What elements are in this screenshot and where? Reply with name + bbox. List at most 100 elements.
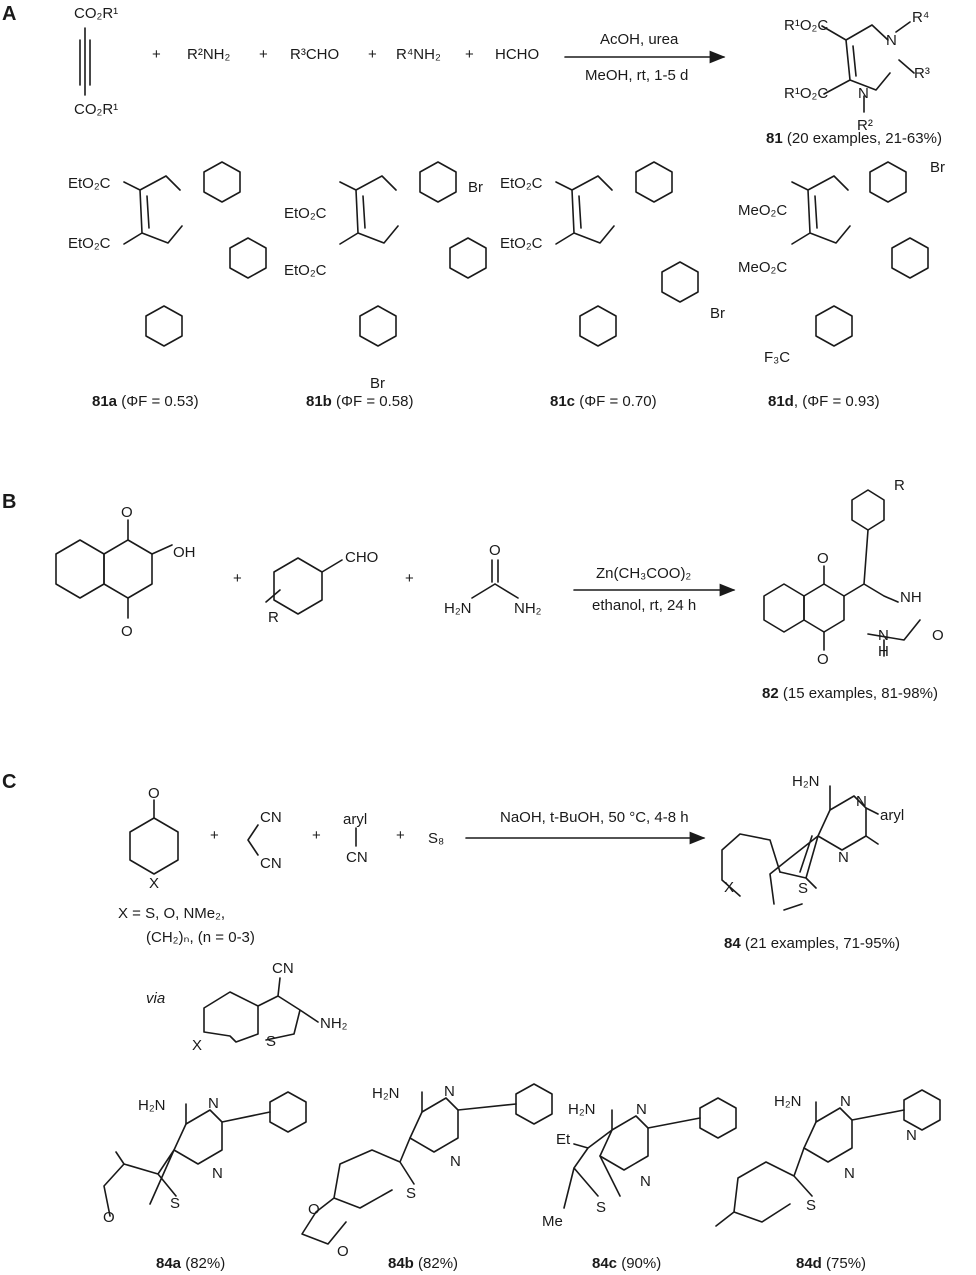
intermediate-cn: CN [272,960,294,977]
x-definition-line-2: (CH₂)ₙ, (n = 0-3) [146,929,255,946]
quinone-hydroxyl: OH [173,544,196,561]
product-81-structure: R¹O₂C R¹O₂C N N R⁴ R³ R² [784,9,930,134]
aminothiophene-intermediate: CN NH₂ S X [192,960,348,1054]
product-81-ester-bottom: R¹O₂C [784,85,828,102]
example-84d-caption: 84d (75%) [796,1255,866,1272]
example-81a-ester-top: EtO₂C [68,175,111,192]
reagent-aldehyde-r3: R³CHO [290,46,339,63]
example-84b-n-bottom: N [450,1153,461,1170]
example-84c-structure: H₂N N N S Et Me [542,1097,737,1230]
example-84d-n-top: N [840,1093,851,1110]
example-84b-oxygen-1: O [308,1201,320,1218]
example-84b-amine: H₂N [372,1085,400,1102]
product-84-caption: 84 (21 examples, 71-95%) [724,935,900,952]
example-81d-caption: 81d, (ΦF = 0.93) [768,393,880,410]
example-84a-caption: 84a (82%) [156,1255,225,1272]
product-82-h: H [878,643,889,660]
example-81b-ester-bottom: EtO₂C [284,262,327,279]
example-84b-n-top: N [444,1083,455,1100]
product-81-n-bottom: N [858,85,869,102]
example-81d-bromo: Br [930,159,945,176]
alkyne-diester: CO₂R¹ CO₂R¹ [74,5,118,118]
alkyne-ester-bottom: CO₂R¹ [74,101,118,118]
example-84a-oxygen: O [103,1209,115,1226]
plus-sign: + [368,46,377,63]
panel-b-label: B [2,491,16,513]
plus-sign: + [259,46,268,63]
condition-c1: NaOH, t-BuOH, 50 °C, 4-8 h [500,809,689,826]
reagent-sulfur: S₈ [428,830,444,847]
example-81d-structure: MeO₂C MeO₂C Br F₃C [738,159,945,366]
intermediate-sulfur: S [266,1033,276,1050]
product-81-ester-top: R¹O₂C [784,17,828,34]
product-81-r2: R² [857,117,873,134]
example-81a-structure: EtO₂C EtO₂C [68,161,267,347]
example-84b-caption: 84b (82%) [388,1255,458,1272]
intermediate-x: X [192,1037,202,1054]
benzaldehyde-structure: CHO R [265,549,378,626]
hydroxynaphthoquinone-structure: O OH O [55,504,196,640]
example-84c-methyl: Me [542,1213,563,1230]
panel-a-label: A [2,3,16,25]
panel-c: C O X X = S, O, NMe₂, (CH₂)ₙ, (n = 0-3) … [2,771,941,1272]
panel-a: A CO₂R¹ CO₂R¹ + R²NH₂ + R³CHO + R⁴NH₂ + … [2,3,945,410]
product-82-oxygen-top: O [817,550,829,567]
product-84-sulfur: S [798,880,808,897]
urea-oxygen: O [489,542,501,559]
aryl-nitrile-structure: aryl CN [343,811,368,866]
quinone-oxygen-bottom: O [121,623,133,640]
example-81a-ester-bottom: EtO₂C [68,235,111,252]
example-84b-sulfur: S [406,1185,416,1202]
example-81d-trifluoromethyl: F₃C [764,349,790,366]
product-84-n-bottom: N [838,849,849,866]
product-81-n-top: N [886,32,897,49]
ketone-heteroatom-x: X [149,875,159,892]
example-81c-ester-top: EtO₂C [500,175,543,192]
reagent-amine-r4: R⁴NH₂ [396,46,441,63]
panel-c-label: C [2,771,16,793]
example-81c-structure: EtO₂C EtO₂C Br [500,161,725,347]
example-81a-caption: 81a (ΦF = 0.53) [92,393,199,410]
aryl-nitrile-aryl: aryl [343,811,367,828]
product-81-caption: 81 (20 examples, 21-63%) [766,130,942,147]
urea-amine-right: NH₂ [514,600,542,617]
urea-structure: O H₂N NH₂ [444,542,542,617]
example-84a-n-bottom: N [212,1165,223,1182]
product-81-r3: R³ [914,65,930,82]
product-82-structure: R O O NH N H O [763,477,944,668]
example-84c-amine: H₂N [568,1101,596,1118]
example-84d-n-bottom: N [844,1165,855,1182]
quinone-oxygen-top: O [121,504,133,521]
example-84d-structure: H₂N N N N S [715,1089,941,1227]
malononitrile-cn-bottom: CN [260,855,282,872]
aryl-nitrile-cn: CN [346,849,368,866]
product-82-r: R [894,477,905,494]
cyclic-ketone-structure: O X [129,785,179,892]
example-84d-sulfur: S [806,1197,816,1214]
plus-sign: + [396,827,405,844]
example-81b-caption: 81b (ΦF = 0.58) [306,393,413,410]
example-84c-n-top: N [636,1101,647,1118]
example-84b-structure: H₂N N N S O O [301,1083,553,1260]
plus-sign: + [405,570,414,587]
product-81-r4: R⁴ [912,9,929,26]
panel-b: B O OH O + CHO R + O H₂N NH₂ Zn(CH₃COO)₂ [2,477,944,702]
product-84-x: X [724,879,734,896]
product-84-aryl: aryl [880,807,904,824]
example-81b-structure: EtO₂C EtO₂C Br Br [284,161,487,392]
example-81c-bromo: Br [710,305,725,322]
plus-sign: + [465,46,474,63]
reagent-formaldehyde: HCHO [495,46,539,63]
example-84a-sulfur: S [170,1195,180,1212]
condition-a1: AcOH, urea [600,31,679,48]
condition-a2: MeOH, rt, 1-5 d [585,67,688,84]
example-81b-bromo-top: Br [468,179,483,196]
intermediate-amine: NH₂ [320,1015,348,1032]
plus-sign: + [233,570,242,587]
example-84d-amine: H₂N [774,1093,802,1110]
malononitrile-structure: CN CN [247,809,282,872]
example-84c-caption: 84c (90%) [592,1255,661,1272]
example-84a-amine: H₂N [138,1097,166,1114]
urea-amine-left: H₂N [444,600,472,617]
